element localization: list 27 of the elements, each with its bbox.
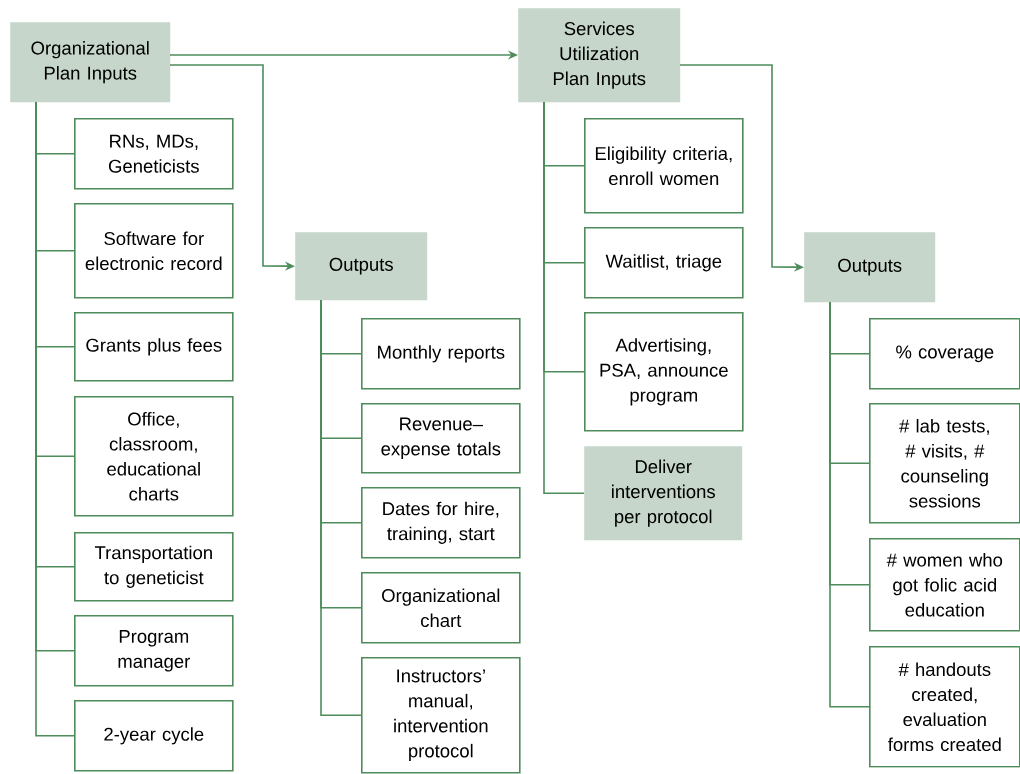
item-box: Eligibility criteria, enroll women — [584, 118, 744, 214]
item-box: Transportation to geneticist — [74, 532, 234, 602]
category-box: Outputs — [295, 232, 428, 301]
item-box: Instructors’ manual, intervention protocol — [361, 657, 521, 774]
category-box: Organizational Plan Inputs — [10, 22, 171, 103]
item-box: Monthly reports — [361, 318, 521, 390]
item-box: % coverage — [869, 318, 1020, 390]
item-box: Office, classroom, educational charts — [74, 396, 234, 517]
connector-line — [829, 301, 870, 708]
item-box: Advertising, PSA, announce program — [584, 312, 744, 432]
item-box: Dates for hire, training, start — [361, 487, 521, 559]
connector-line — [320, 299, 362, 717]
item-box: Waitlist, triage — [584, 227, 744, 299]
item-box: # handouts created, evaluation forms created — [869, 646, 1020, 768]
category-box: Deliver interventions per protocol — [584, 446, 743, 541]
item-box: RNs, MDs, Geneticists — [74, 118, 234, 190]
category-box: Services Utilization Plan Inputs — [518, 8, 681, 103]
item-box: Software for electronic record — [74, 203, 234, 299]
connector-line — [543, 101, 585, 494]
item-box: # women who got folic acid education — [869, 538, 1020, 632]
item-box: Revenue– expense totals — [361, 403, 521, 474]
category-box: Outputs — [804, 232, 936, 303]
item-box: # lab tests, # visits, # counseling sessions — [869, 403, 1020, 524]
item-box: Program manager — [74, 615, 234, 687]
item-box: Grants plus fees — [74, 312, 234, 382]
item-box: Organizational chart — [361, 572, 521, 644]
item-box: 2-year cycle — [74, 700, 234, 772]
